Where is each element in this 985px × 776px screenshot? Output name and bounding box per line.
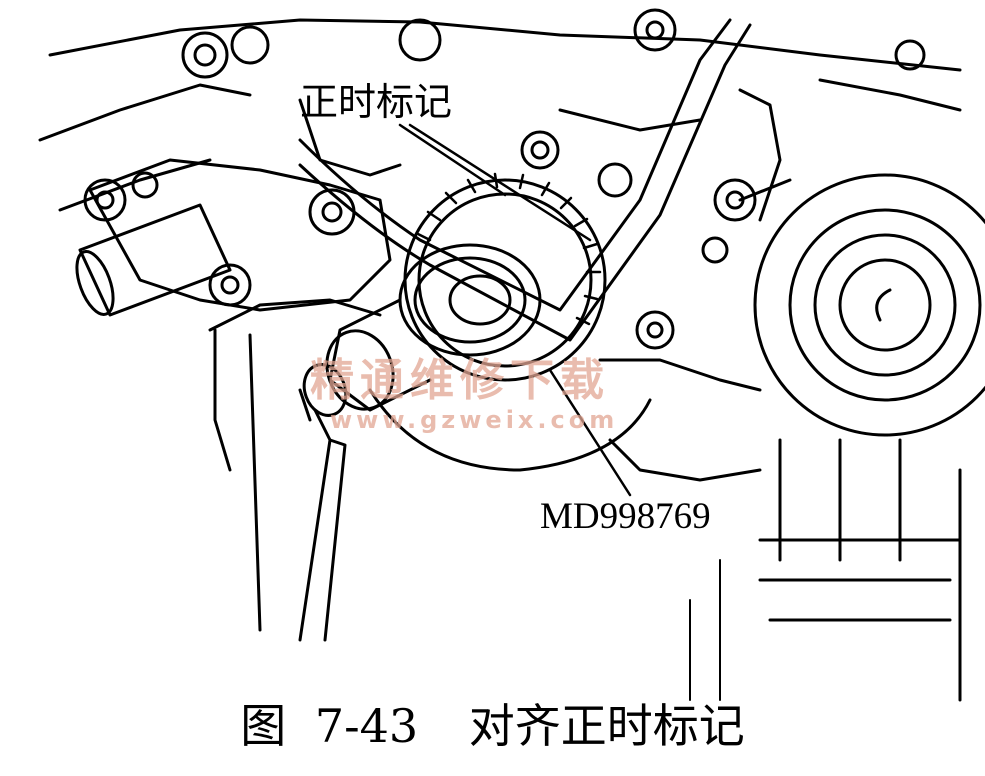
timing-belt (298, 18, 752, 472)
tensioner-bracket (83, 158, 392, 312)
timing-mark-label: 正时标记 (300, 80, 452, 124)
watermark-chinese: 精通维修下载 (310, 355, 610, 406)
watermark-url: www.gzweix.com (330, 406, 618, 434)
tensioner-cylinder (75, 203, 232, 317)
caption-number: 7-43 (314, 699, 419, 753)
caption-prefix: 图 (240, 699, 287, 753)
upper-bolts (181, 8, 926, 350)
caption-title: 对齐正时标记 (468, 699, 745, 753)
crankshaft-pulley (753, 173, 985, 562)
tool-number-label: MD998769 (540, 496, 711, 537)
special-tool (298, 243, 542, 642)
tool-leader (548, 368, 632, 497)
engine-block-outline (38, 18, 962, 702)
figure-caption: 图 7-43 对齐正时标记 (0, 690, 985, 756)
timing-mark-leaders (398, 123, 592, 242)
